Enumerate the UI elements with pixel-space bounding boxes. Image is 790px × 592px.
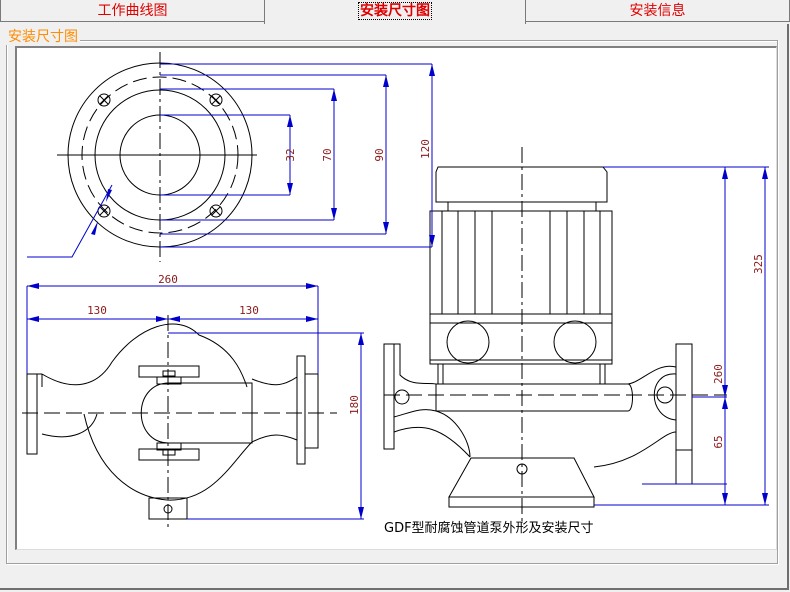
- tab-bar: 工作曲线图 安装尺寸图 安装信息: [0, 0, 790, 24]
- drawing-canvas: 32 70 90 120 260 130 130 180 325 260 65 …: [15, 46, 777, 550]
- tab-label: 安装信息: [629, 3, 686, 19]
- bolt-hole-icon: [97, 93, 111, 107]
- bolt-hole-icon: [209, 204, 223, 218]
- tab-install-info[interactable]: 安装信息: [525, 0, 790, 22]
- tab-page: 安装尺寸图: [0, 24, 789, 590]
- dim-label-260-elev: 260: [712, 364, 725, 384]
- dim-label-32: 32: [284, 148, 297, 161]
- tab-install-dimensions[interactable]: 安装尺寸图: [264, 0, 526, 24]
- dim-label-130-left: 130: [87, 304, 107, 317]
- dim-label-260: 260: [158, 273, 178, 286]
- tab-label: 工作曲线图: [97, 3, 168, 19]
- dimension-lines: [26, 63, 769, 520]
- drawing-caption: GDF型耐腐蚀管道泵外形及安装尺寸: [384, 521, 594, 536]
- pump-drawing: 32 70 90 120 260 130 130 180 325 260 65 …: [22, 52, 769, 536]
- pump-plan-view: [22, 315, 337, 527]
- dim-label-90: 90: [373, 148, 386, 161]
- dim-label-120: 120: [419, 139, 432, 159]
- dimension-labels: 32 70 90 120 260 130 130 180 325 260 65: [87, 139, 765, 449]
- dimension-arrows: [27, 64, 768, 519]
- dim-label-70: 70: [321, 148, 334, 161]
- dim-label-130-right: 130: [239, 304, 259, 317]
- bolt-hole-icon: [209, 93, 223, 107]
- group-title: 安装尺寸图: [6, 29, 80, 45]
- install-drawing-group: [6, 40, 778, 564]
- pump-elevation-view: [383, 147, 727, 522]
- dim-label-325: 325: [752, 254, 765, 274]
- dim-label-180: 180: [348, 395, 361, 415]
- dim-label-65: 65: [712, 435, 725, 448]
- tab-work-curve[interactable]: 工作曲线图: [0, 0, 265, 22]
- tab-label: 安装尺寸图: [358, 2, 432, 20]
